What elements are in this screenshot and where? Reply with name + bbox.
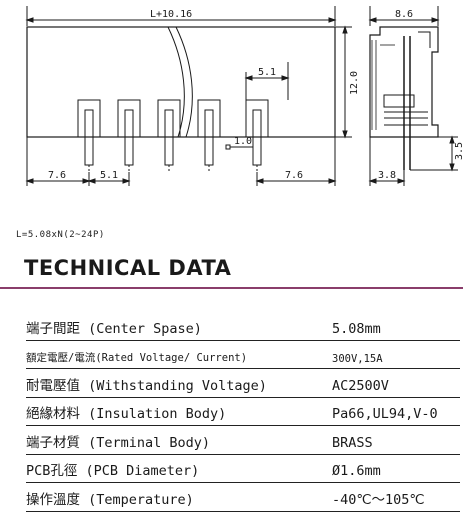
heading-rule bbox=[0, 287, 463, 289]
spec-value: BRASS bbox=[332, 434, 373, 451]
spec-value: AC2500V bbox=[332, 377, 389, 394]
spec-label: 耐電壓值 (Withstanding Voltage) bbox=[26, 377, 267, 394]
spec-row-insulation-body: 絕緣材料 (Insulation Body) Pa66,UL94,V-0 bbox=[26, 398, 460, 426]
spec-value: 5.08mm bbox=[332, 320, 381, 337]
spec-label: 額定電壓/電流(Rated Voltage/ Current) bbox=[26, 352, 248, 364]
side-view bbox=[369, 26, 439, 170]
dim-right-margin: 7.6 bbox=[285, 170, 303, 181]
front-view-body bbox=[26, 26, 336, 138]
spec-label: 絕緣材料 (Insulation Body) bbox=[26, 406, 227, 422]
spec-value: 300V,15A bbox=[332, 353, 383, 365]
spec-value: -40℃～105℃ bbox=[332, 491, 425, 508]
spec-row-withstanding-voltage: 耐電壓值 (Withstanding Voltage) AC2500V bbox=[26, 369, 460, 398]
dim-left-margin: 7.6 bbox=[48, 170, 66, 181]
spec-value: Ø1.6mm bbox=[332, 463, 381, 479]
spec-row-temperature: 操作溫度 (Temperature) -40℃～105℃ bbox=[26, 483, 460, 512]
break-line bbox=[167, 26, 185, 138]
spec-label: 操作溫度 (Temperature) bbox=[26, 491, 194, 508]
spec-row-terminal-body: 端子材質 (Terminal Body) BRASS bbox=[26, 426, 460, 455]
dim-width: 8.6 bbox=[395, 9, 413, 20]
spec-value: Pa66,UL94,V-0 bbox=[332, 406, 438, 422]
spec-label: PCB孔徑 (PCB Diameter) bbox=[26, 463, 200, 479]
dim-pin-extension: 3.5 bbox=[454, 142, 463, 160]
dim-pin-square: 1.0 bbox=[234, 136, 252, 147]
dim-pitch-bottom: 5.1 bbox=[100, 170, 118, 181]
section-heading: TECHNICAL DATA bbox=[24, 256, 232, 280]
spec-row-rated-voltage: 額定電壓/電流(Rated Voltage/ Current) 300V,15A bbox=[26, 341, 460, 369]
pins bbox=[84, 109, 262, 172]
dim-pitch-top: 5.1 bbox=[258, 67, 276, 78]
length-formula: L=5.08xN(2~24P) bbox=[16, 230, 105, 240]
spec-label: 端子間距 (Center Spase) bbox=[26, 320, 202, 337]
spec-row-center-spacing: 端子間距 (Center Spase) 5.08mm bbox=[26, 312, 460, 341]
technical-drawing: L+10.16 8.6 5.1 12.0 1.0 7.6 5.1 7.6 3.5… bbox=[25, 6, 463, 186]
dim-height: 12.0 bbox=[349, 71, 360, 95]
pin-windows bbox=[77, 99, 269, 138]
spec-row-pcb-diameter: PCB孔徑 (PCB Diameter) Ø1.6mm bbox=[26, 455, 460, 483]
dim-side-offset: 3.8 bbox=[378, 170, 396, 181]
spec-label: 端子材質 (Terminal Body) bbox=[26, 434, 211, 451]
spec-table: 端子間距 (Center Spase) 5.08mm 額定電壓/電流(Rated… bbox=[26, 312, 460, 512]
dim-total-length: L+10.16 bbox=[150, 9, 192, 20]
